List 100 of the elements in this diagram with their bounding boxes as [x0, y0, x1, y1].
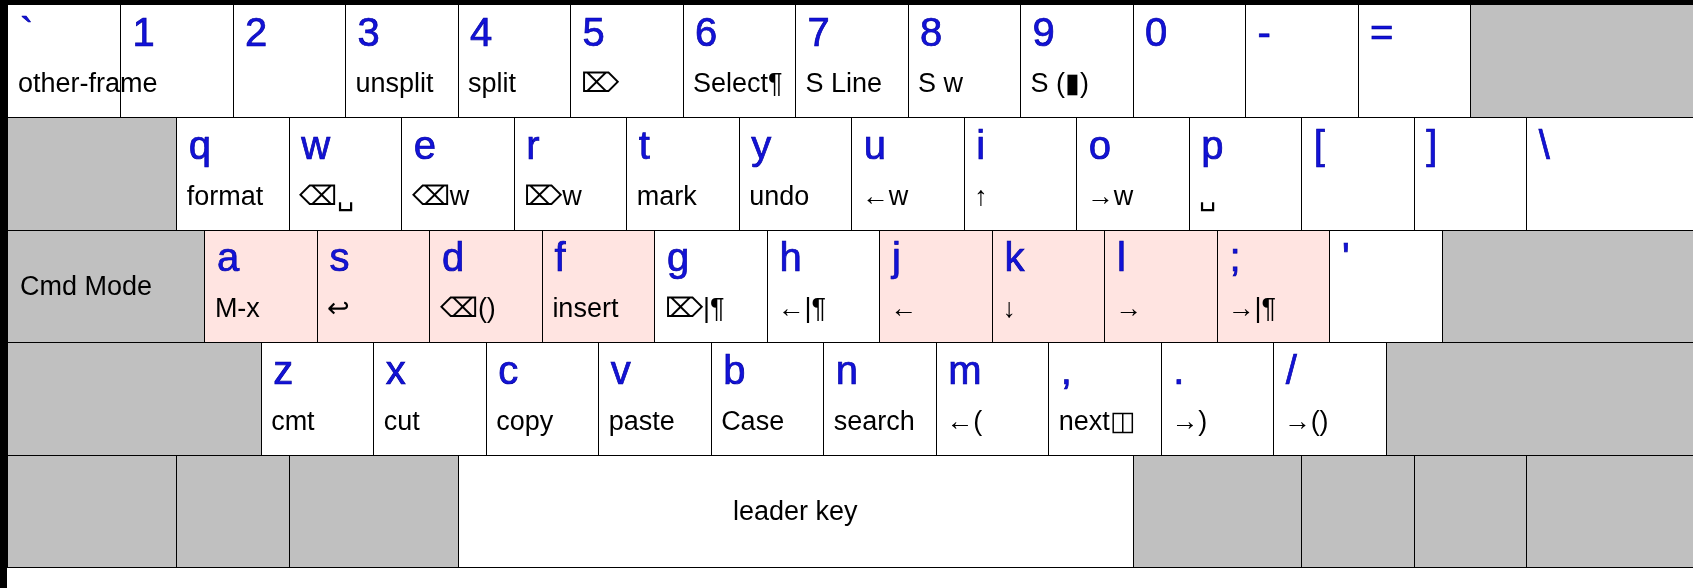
command-label: ⌫()	[439, 292, 496, 325]
keyboard-key	[597, 341, 712, 456]
keyboard-key	[316, 229, 431, 344]
key-character: =	[1370, 9, 1394, 55]
key-character: s	[329, 234, 350, 281]
key-character: f	[554, 234, 566, 281]
keyboard-key	[372, 341, 487, 456]
command-label: undo	[749, 179, 810, 212]
keyboard-key	[400, 116, 515, 231]
command-label: Select¶	[693, 67, 783, 99]
keyboard-key	[1103, 229, 1218, 344]
command-label: ⌦	[580, 67, 619, 99]
key-character: p	[1201, 121, 1224, 168]
key-character: c	[498, 346, 519, 393]
command-label: ␣	[1199, 179, 1217, 212]
key-character: w	[301, 121, 331, 168]
keyboard-key	[7, 229, 206, 344]
keyboard-key	[428, 229, 543, 344]
key-character: m	[948, 346, 982, 393]
key-character: e	[413, 121, 436, 168]
key-character: ;	[1229, 234, 1241, 281]
key-caption: Cmd Mode	[20, 270, 153, 303]
keyboard-key	[850, 116, 965, 231]
blank-key	[1469, 4, 1693, 119]
blank-key	[1441, 229, 1693, 344]
key-character: n	[835, 346, 858, 393]
command-label: →	[1114, 292, 1142, 325]
keyboard-key	[1075, 116, 1190, 231]
keyboard-key	[175, 116, 290, 231]
blank-key	[7, 116, 178, 231]
command-label: unsplit	[355, 67, 434, 99]
key-character: 5	[582, 9, 605, 55]
key-character: v	[610, 346, 631, 393]
command-label: copy	[496, 404, 554, 437]
command-label: ↑	[974, 179, 988, 212]
blank-key	[7, 341, 262, 456]
key-character: b	[723, 346, 746, 393]
key-character: j	[891, 234, 901, 281]
blank-key	[1525, 454, 1693, 569]
key-character: r	[526, 121, 540, 168]
key-character: k	[1004, 234, 1025, 281]
key-character: '	[1341, 234, 1350, 281]
command-label: insert	[552, 292, 619, 325]
command-label: S w	[918, 67, 963, 99]
blank-key	[175, 454, 290, 569]
key-character: u	[863, 121, 886, 168]
key-character: d	[441, 234, 465, 281]
key-character: /	[1285, 346, 1297, 393]
key-character: 7	[807, 9, 830, 55]
command-label: S Line	[805, 67, 883, 99]
key-character: -	[1257, 9, 1271, 55]
key-character: i	[976, 121, 986, 168]
key-caption: leader key	[732, 495, 858, 528]
key-character: a	[216, 234, 240, 281]
command-label: ⌫␣	[299, 179, 355, 212]
command-label: format	[186, 179, 264, 212]
keyboard-key	[457, 454, 1134, 569]
key-character: 3	[357, 9, 380, 55]
command-label: cmt	[271, 404, 315, 437]
command-label: mark	[636, 179, 697, 212]
command-label: cut	[383, 404, 420, 437]
key-character: t	[638, 121, 650, 168]
key-character: z	[273, 346, 294, 393]
key-character: l	[1116, 234, 1126, 281]
command-label: ⌦w	[524, 179, 582, 212]
key-character: 9	[1032, 9, 1055, 55]
command-label: ⌦|¶	[664, 292, 725, 325]
key-character: ]	[1426, 121, 1438, 168]
blank-key	[1413, 454, 1528, 569]
command-label: →()	[1283, 404, 1329, 437]
command-label: ←|¶	[777, 292, 826, 325]
blank-key	[288, 454, 459, 569]
key-character: \	[1538, 121, 1550, 168]
key-character: y	[751, 121, 772, 168]
blank-key	[1300, 454, 1415, 569]
command-label: ←	[889, 292, 917, 325]
key-character: [	[1313, 121, 1325, 168]
keyboard-key	[1047, 341, 1162, 456]
key-character: ,	[1060, 346, 1072, 393]
keyboard-key	[1272, 341, 1387, 456]
blank-key	[7, 454, 178, 569]
key-character: `	[20, 9, 34, 55]
key-character: q	[188, 121, 211, 168]
keyboard-key	[991, 229, 1106, 344]
keyboard-key	[1216, 229, 1331, 344]
command-label: ←w	[861, 179, 909, 212]
command-label: M-x	[214, 292, 260, 325]
keyboard-key	[878, 229, 993, 344]
key-character: 2	[245, 9, 268, 55]
command-label: next◫	[1058, 404, 1136, 437]
command-label: ←(	[946, 404, 983, 437]
blank-key	[1132, 454, 1303, 569]
command-label: →)	[1171, 404, 1208, 437]
command-label: →w	[1086, 179, 1134, 212]
key-character: 0	[1145, 9, 1168, 55]
key-character: 6	[695, 9, 718, 55]
blank-key	[1385, 341, 1693, 456]
key-character: .	[1173, 346, 1185, 393]
command-label: search	[833, 404, 915, 437]
keyboard-key	[203, 229, 318, 344]
